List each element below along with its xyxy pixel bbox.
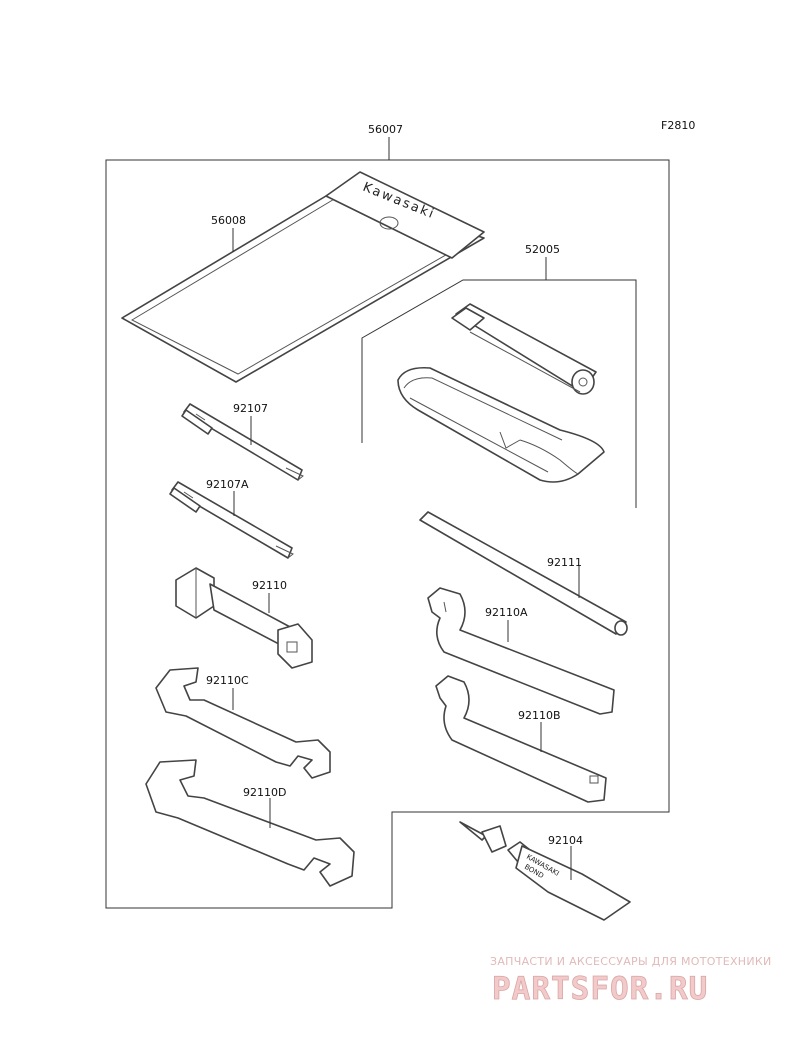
label-plug-wrench: 92110 (252, 579, 287, 592)
label-open-wrench-c: 92110C (206, 674, 249, 687)
label-hook-wrench-b: 92110B (518, 709, 561, 722)
label-hook-wrench-a: 92110A (485, 606, 528, 619)
label-screwdriver-bit: 92107 (233, 402, 268, 415)
tommy-bar (419, 511, 628, 636)
watermark-logo: PARTSFOR.RU (492, 971, 708, 1007)
bond-tube: KAWASAKI BOND (459, 821, 631, 921)
plug-wrench (175, 567, 313, 669)
tool-pouch (397, 366, 605, 483)
label-pouch-set: 52005 (525, 243, 560, 256)
open-wrench-d (145, 759, 355, 887)
kit-outline (105, 159, 670, 909)
hook-wrench-a (427, 587, 615, 715)
tool-case: Kawasaki (121, 171, 485, 383)
label-screwdriver-bit-a: 92107A (206, 478, 249, 491)
label-bond: 92104 (548, 834, 583, 847)
pouch-set-bracket (361, 279, 637, 508)
label-kit: 56007 (368, 123, 403, 136)
open-wrench-c (155, 667, 331, 779)
label-case: 56008 (211, 214, 246, 227)
figure-code: F2810 (661, 119, 695, 132)
screwdriver-bit-a (169, 481, 294, 559)
watermark-caption: ЗАПЧАСТИ И АКСЕССУАРЫ ДЛЯ МОТОТЕХНИКИ (490, 955, 772, 968)
screwdriver-bit (181, 403, 304, 481)
cylinder-tool (451, 303, 597, 395)
label-open-wrench-d: 92110D (243, 786, 286, 799)
hook-wrench-b (435, 675, 607, 803)
label-bar: 92111 (547, 556, 582, 569)
